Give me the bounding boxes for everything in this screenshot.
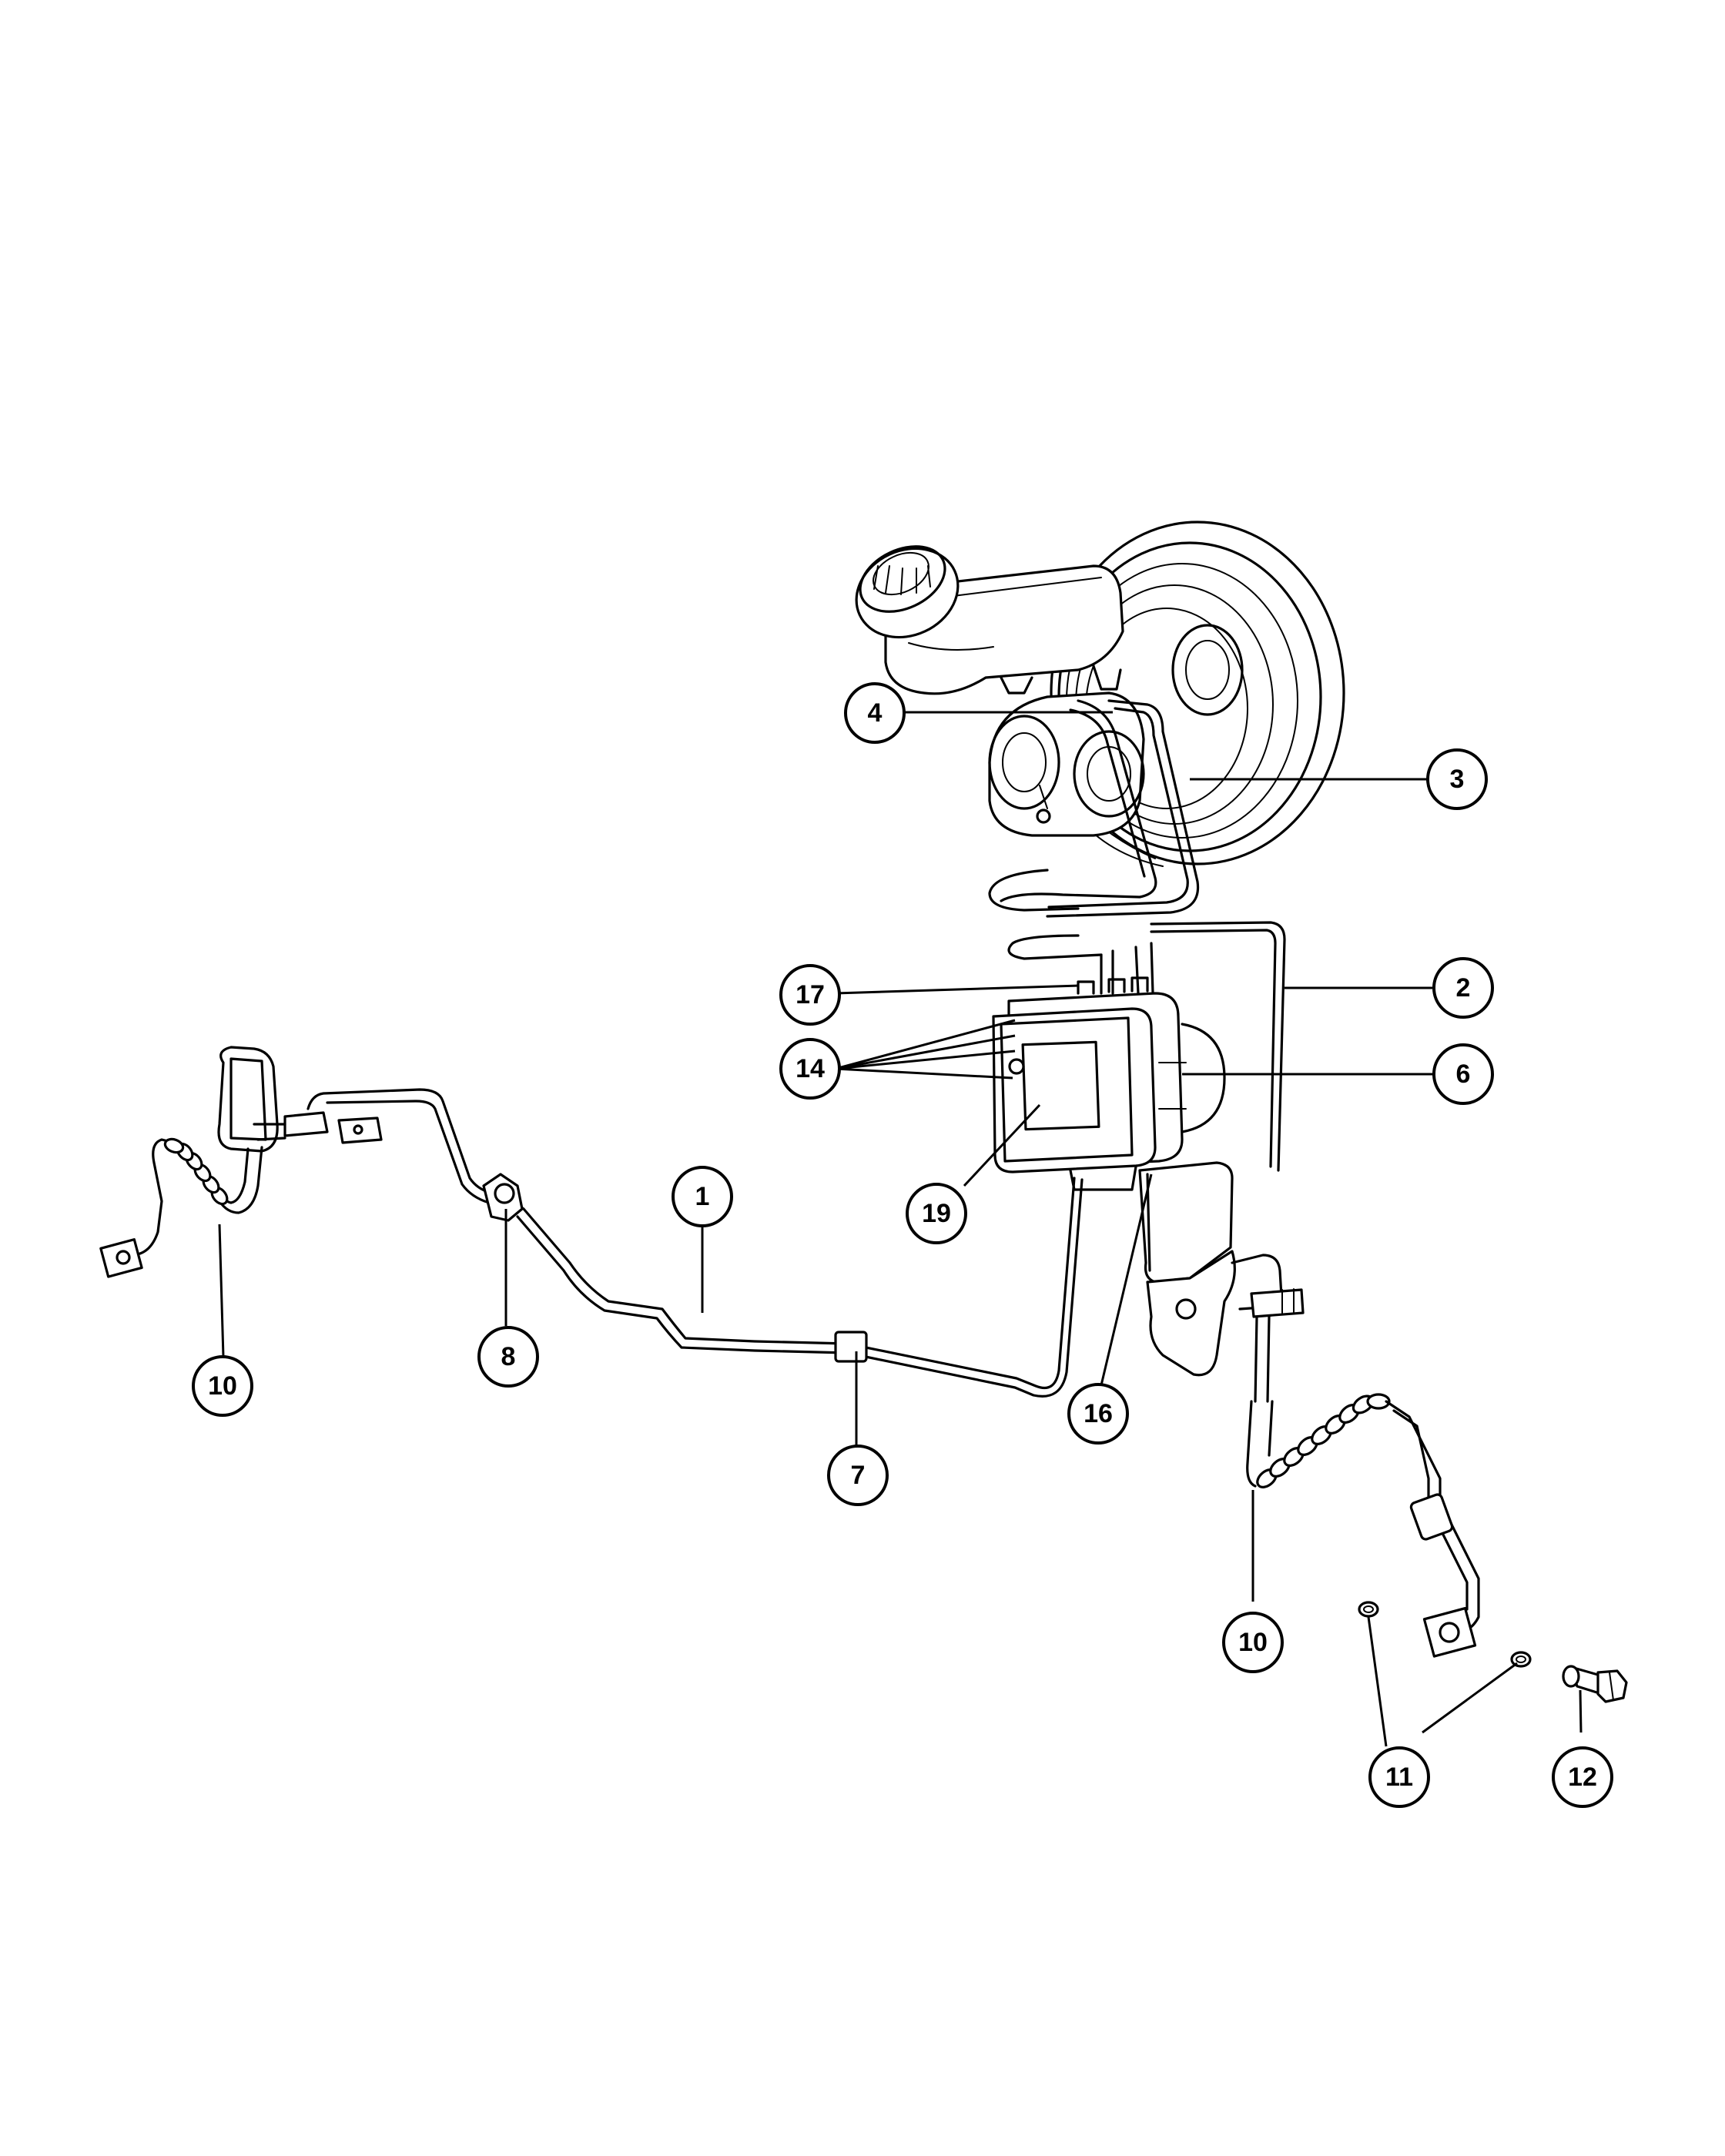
callout-1-label: 1 [695,1182,710,1211]
callout-17-label: 17 [796,980,825,1009]
right-front-bracket [1146,1250,1305,1377]
callout-10-left: 10 [192,1355,253,1417]
leader-lines [218,711,1583,1747]
callout-8-label: 8 [501,1342,516,1371]
callout-2: 2 [1432,957,1494,1019]
right-hose-armor [1256,1393,1391,1488]
callout-11: 11 [1368,1746,1430,1808]
brake-line-master-to-hcu [988,699,1286,1172]
callout-14-label: 14 [796,1054,825,1083]
callout-10-right-label: 10 [1238,1628,1268,1657]
left-brake-hose [99,1137,263,1278]
callout-14: 14 [779,1038,841,1100]
callout-10-left-label: 10 [208,1371,237,1401]
callout-11-label: 11 [1385,1763,1413,1792]
callout-10-right: 10 [1222,1612,1284,1673]
callout-7-label: 7 [851,1461,866,1490]
left-front-line [306,1088,524,1222]
callout-19-label: 19 [922,1199,951,1228]
callout-1: 1 [672,1166,733,1227]
hcu-bracket [1138,1161,1234,1284]
callout-6: 6 [1432,1043,1494,1105]
callout-17: 17 [779,964,841,1026]
washers [1358,1601,1532,1668]
right-brake-hose [1246,1315,1480,1658]
master-cylinder [988,691,1145,837]
callout-12: 12 [1552,1746,1613,1808]
callout-3-label: 3 [1450,765,1465,794]
callout-16-label: 16 [1084,1399,1113,1428]
brake-line-main [511,1177,1084,1398]
callout-4: 4 [844,682,906,744]
left-caliper-bracket [217,1046,383,1153]
callout-7: 7 [827,1445,889,1506]
hcu-abs-module [992,976,1226,1191]
callout-12-label: 12 [1568,1763,1597,1792]
callout-3: 3 [1426,748,1488,810]
left-hose-armor [163,1137,229,1206]
callout-19: 19 [906,1183,967,1244]
callout-4-label: 4 [868,698,883,728]
callout-6-label: 6 [1456,1060,1471,1089]
callout-8: 8 [477,1326,539,1388]
banjo-bolt [1562,1665,1628,1703]
callout-2-label: 2 [1456,973,1471,1003]
fluid-reservoir [855,545,1124,695]
callout-16: 16 [1067,1383,1129,1445]
